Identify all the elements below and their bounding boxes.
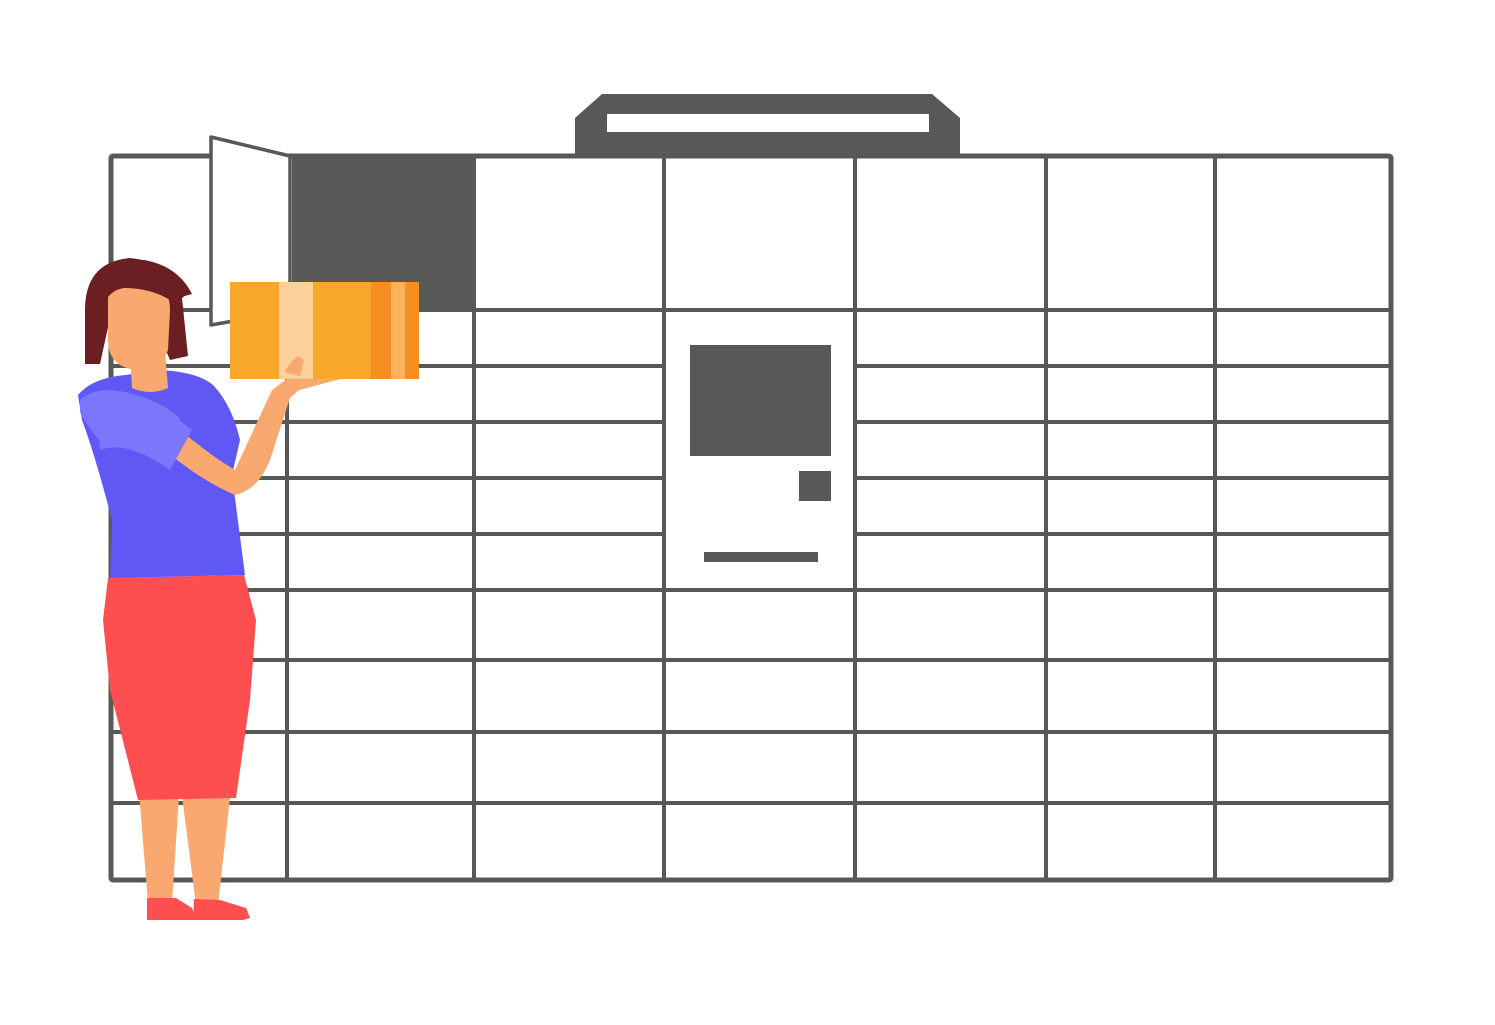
package-box	[230, 282, 419, 379]
control-panel-keypad-button	[799, 471, 831, 501]
person-sleeve	[96, 394, 192, 470]
package-stripe-light	[391, 282, 405, 379]
package-stripe-dark	[371, 282, 391, 379]
person-leg-right	[180, 780, 232, 905]
person-shoe-right	[193, 899, 250, 920]
person-figure	[78, 258, 344, 920]
person-leg-left	[138, 780, 180, 903]
person-hair-fringe	[98, 260, 192, 304]
person-skirt	[103, 575, 256, 800]
locker-control-panel	[690, 345, 831, 562]
control-panel-screen	[690, 345, 831, 456]
person-arm-forearm	[165, 372, 310, 495]
package-stripe-edge	[405, 282, 419, 379]
control-panel-slot	[704, 552, 818, 562]
person-shoe-left	[147, 898, 196, 920]
person-face	[108, 275, 170, 371]
person-thumb	[284, 356, 304, 376]
locker-top-handle	[575, 94, 960, 157]
locker-frame	[108, 153, 1394, 883]
